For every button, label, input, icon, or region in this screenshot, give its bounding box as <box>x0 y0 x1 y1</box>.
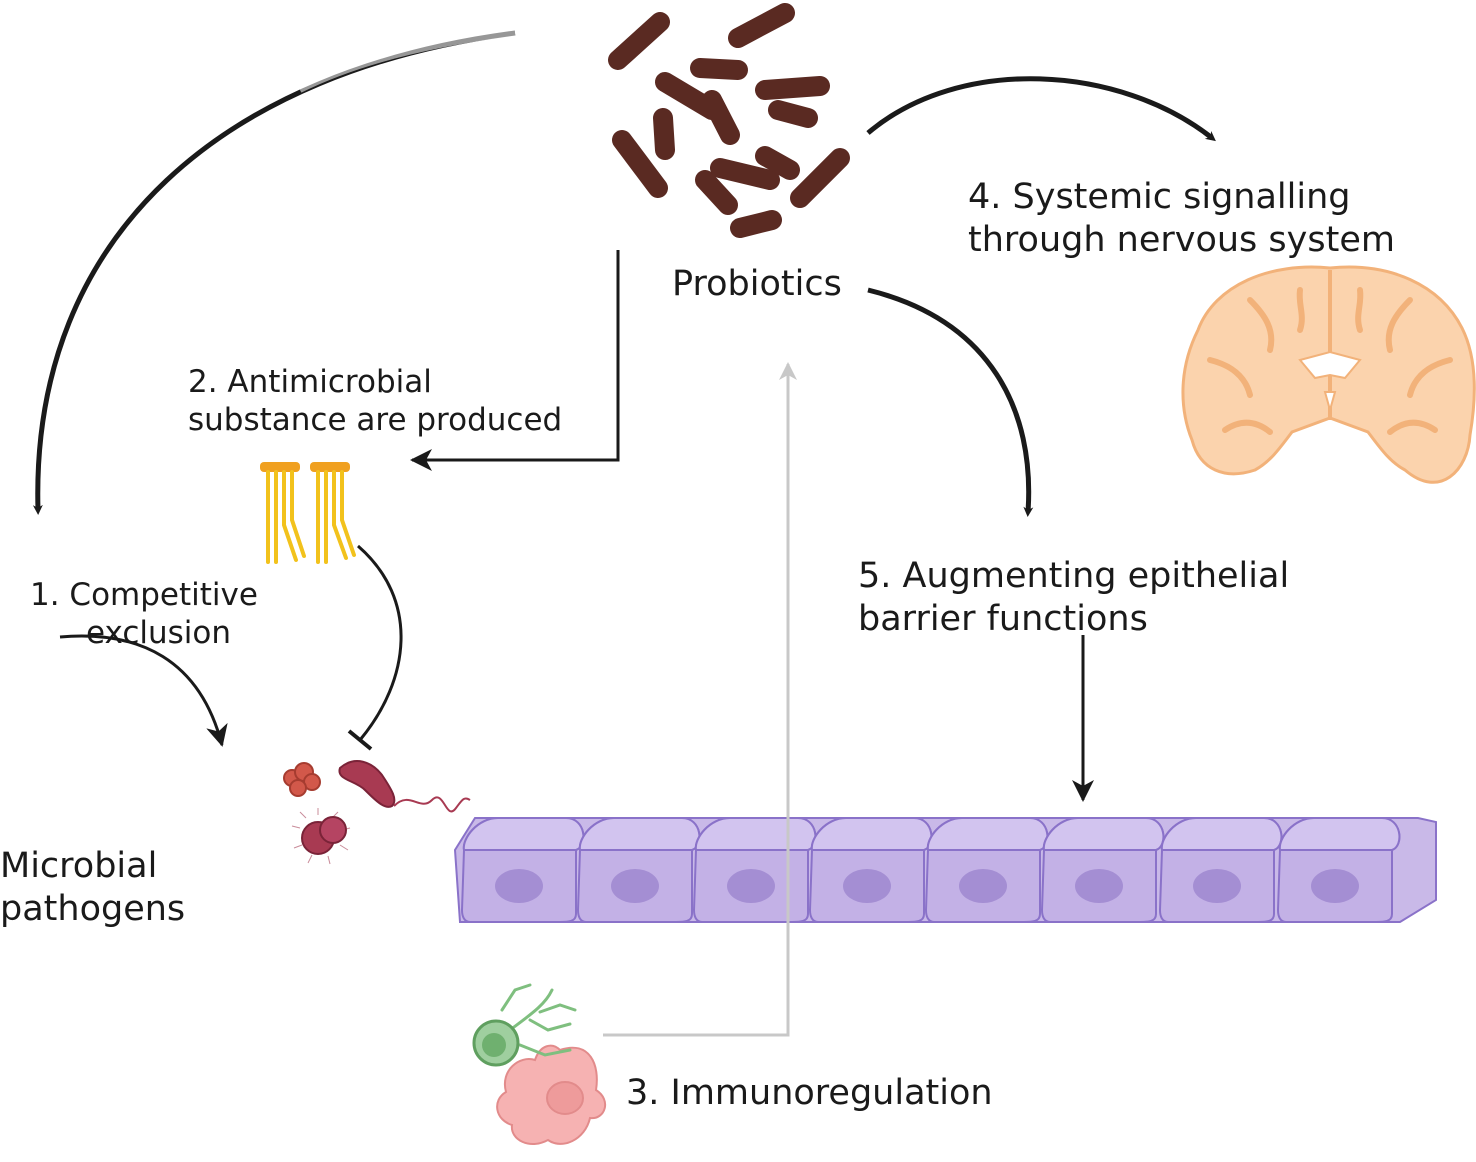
mechanism-line: through nervous system <box>968 220 1395 260</box>
pathogens-line: Microbial <box>0 846 158 886</box>
arrow-exclusion-to-pathogens <box>59 634 228 747</box>
arrow-to-epithelial-barrier <box>867 287 1034 517</box>
mechanism-line: substance are produced <box>188 402 563 438</box>
epithelial-cell <box>1158 817 1283 923</box>
pathogens-line: pathogens <box>0 889 186 929</box>
arrow-to-antimicrobial <box>410 250 620 471</box>
inhibition-line-antimicrobial-to-pathogen <box>347 544 403 751</box>
cell-nucleus <box>1311 869 1359 903</box>
probiotics-label: Probiotics <box>672 264 842 304</box>
epithelial-cell <box>692 817 817 923</box>
probiotics-bacteria-icon <box>608 3 850 238</box>
microbial-pathogens-icon <box>283 760 471 865</box>
mechanism-systemic-signalling-label: 4. Systemic signalling through nervous s… <box>968 176 1395 262</box>
mechanism-line: 5. Augmenting epithelial <box>858 556 1290 596</box>
epithelial-cell <box>576 817 701 923</box>
cell-nucleus <box>727 869 775 903</box>
epithelial-cell-layer-icon <box>453 817 1437 923</box>
epithelial-cell <box>1276 817 1401 923</box>
mechanism-immunoregulation-label: 3. Immunoregulation <box>626 1073 993 1113</box>
mechanism-line: barrier functions <box>858 599 1148 639</box>
microbial-pathogens-label: Microbial pathogens <box>0 845 185 931</box>
mechanism-line: 2. Antimicrobial <box>188 364 432 400</box>
epithelial-cell <box>460 817 585 923</box>
cell-nucleus <box>611 869 659 903</box>
arrow-immunoregulation-to-probiotics <box>603 362 797 1037</box>
arrow-to-systemic-signalling <box>866 76 1216 142</box>
mechanism-line: 4. Systemic signalling <box>968 177 1351 217</box>
dendritic-cell-icon <box>496 1044 607 1145</box>
cell-nucleus <box>1193 869 1241 903</box>
epithelial-cell <box>924 817 1049 923</box>
antimicrobial-peptide-icon <box>260 462 356 564</box>
cell-nucleus <box>1075 869 1123 903</box>
brain-icon <box>1181 265 1476 484</box>
mechanism-line: 1. Competitive <box>30 577 258 613</box>
mechanism-line: exclusion <box>86 615 232 651</box>
t-cell-icon <box>500 983 577 1057</box>
immune-cells-icon <box>472 983 607 1145</box>
cell-nucleus <box>495 869 543 903</box>
epithelial-cell <box>1040 817 1165 923</box>
cell-nucleus <box>959 869 1007 903</box>
mechanism-epithelial-barrier-label: 5. Augmenting epithelial barrier functio… <box>858 555 1289 641</box>
mechanism-competitive-exclusion-label: 1. Competitive exclusion <box>30 576 258 652</box>
mechanism-antimicrobial-label: 2. Antimicrobial substance are produced <box>188 363 562 439</box>
arrow-to-competitive-exclusion <box>32 30 516 515</box>
cell-nucleus <box>843 869 891 903</box>
epithelial-cell <box>808 817 933 923</box>
